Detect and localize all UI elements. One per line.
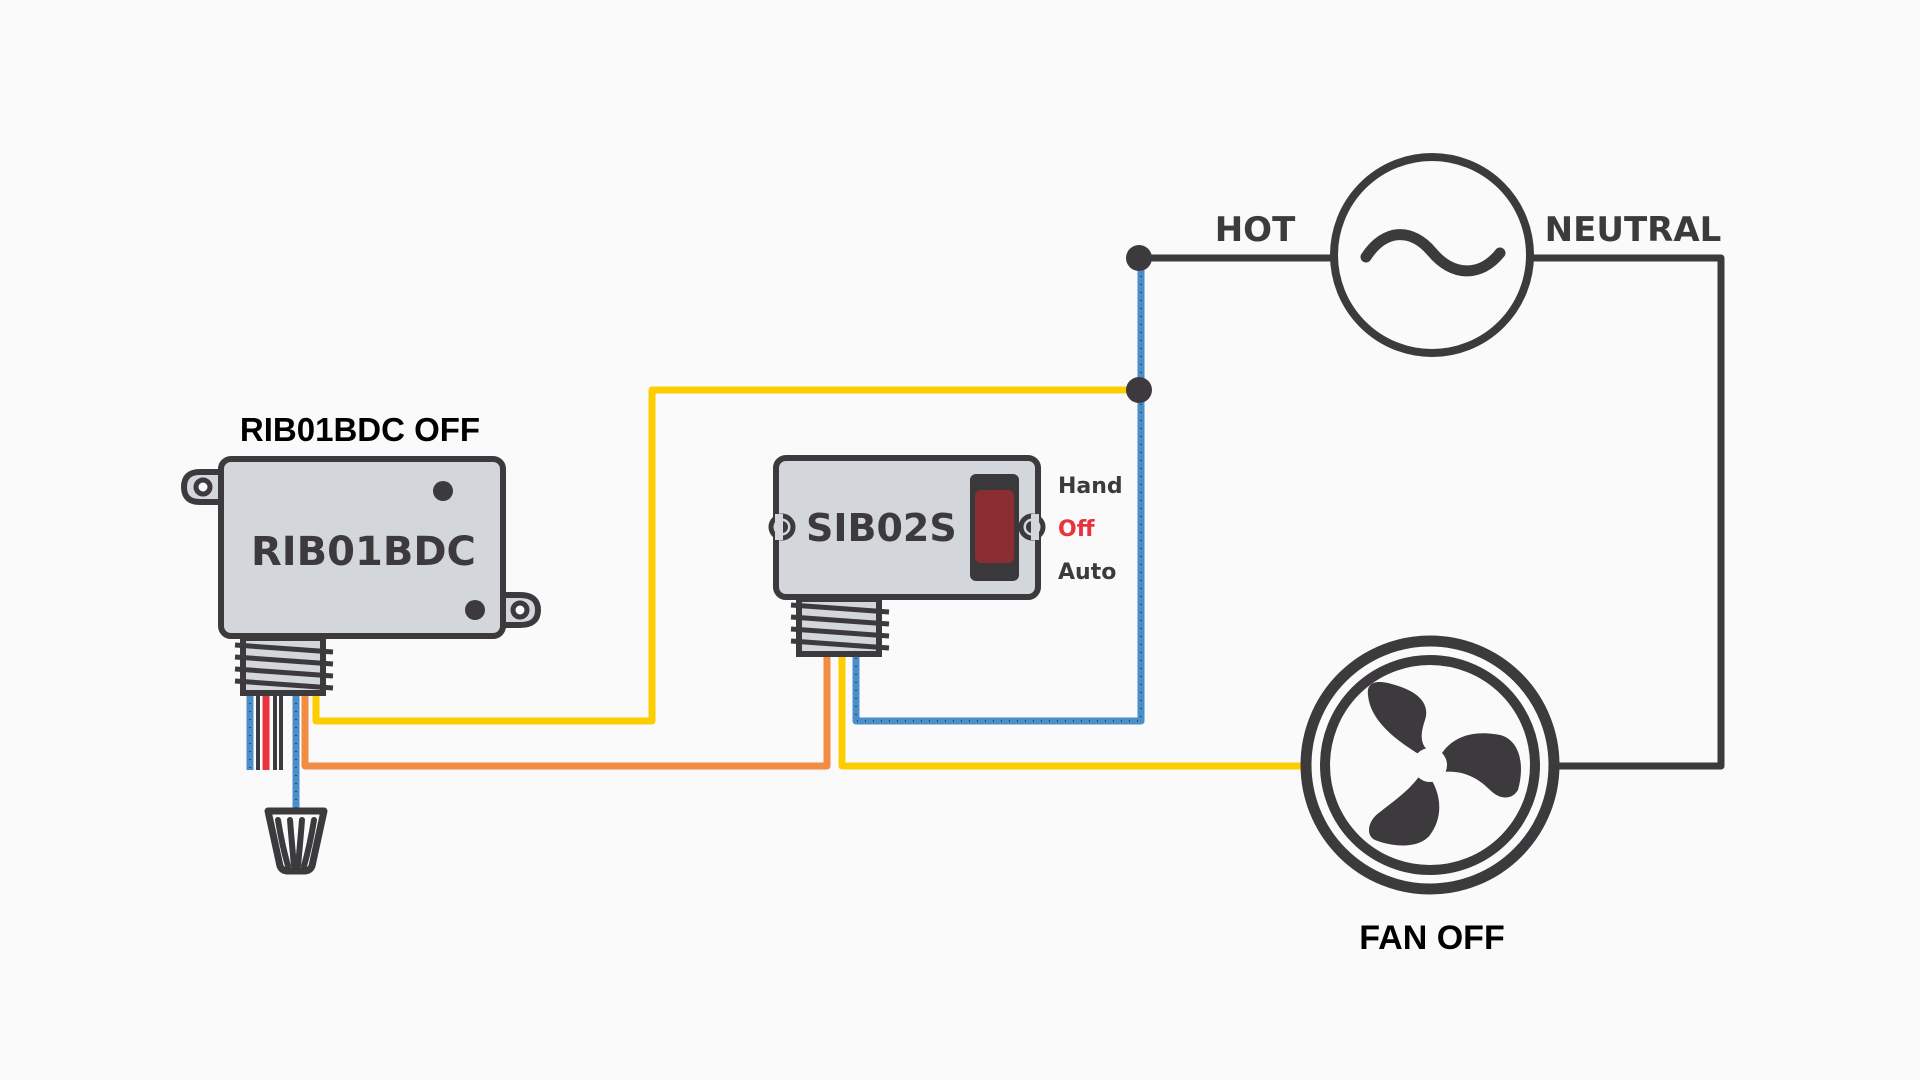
relay-status-label: RIB01BDC OFF: [240, 411, 480, 448]
switch-position-off: Off: [1058, 517, 1096, 542]
fan-icon[interactable]: [1300, 635, 1560, 895]
switch-body-label: SIB02S: [806, 506, 957, 550]
wire-orange-relay-to-switch: [301, 651, 831, 770]
rocker-red-indicator: [975, 490, 1014, 563]
wire-yellow-switch-to-fan: [838, 651, 1309, 770]
wire-nut-icon: [264, 807, 328, 875]
fan-status-label: FAN OFF: [1359, 919, 1504, 957]
wire-neutral: [1526, 254, 1725, 770]
mounting-hole-icon: [510, 600, 530, 620]
switch-position-hand: Hand: [1058, 474, 1123, 499]
switch-threaded-nipple: [790, 596, 890, 657]
relay-body-label: RIB01BDC: [251, 529, 476, 575]
relay-body: [218, 456, 506, 639]
mounting-hole-icon: [193, 477, 213, 497]
junction-dot-yellow: [1126, 377, 1152, 403]
fan-hub: [1413, 748, 1447, 782]
fan-blades: [1367, 682, 1521, 846]
ac-source-icon: [1330, 153, 1534, 357]
hot-label: HOT: [1215, 210, 1296, 250]
neutral-label: NEUTRAL: [1545, 210, 1722, 250]
switch-position-auto: Auto: [1058, 560, 1116, 585]
wire-blue-switch-to-hot: [852, 254, 1145, 725]
screw-icon: [465, 600, 485, 620]
relay-lead-wires: [246, 690, 300, 812]
junction-dot-hot: [1126, 245, 1152, 271]
switch-device[interactable]: SIB02S: [768, 455, 1046, 657]
screw-icon: [433, 481, 453, 501]
relay-threaded-nipple: [234, 635, 334, 696]
wire-yellow-relay-to-hot: [312, 386, 1143, 725]
relay-device[interactable]: RIB01BDC: [180, 456, 542, 696]
